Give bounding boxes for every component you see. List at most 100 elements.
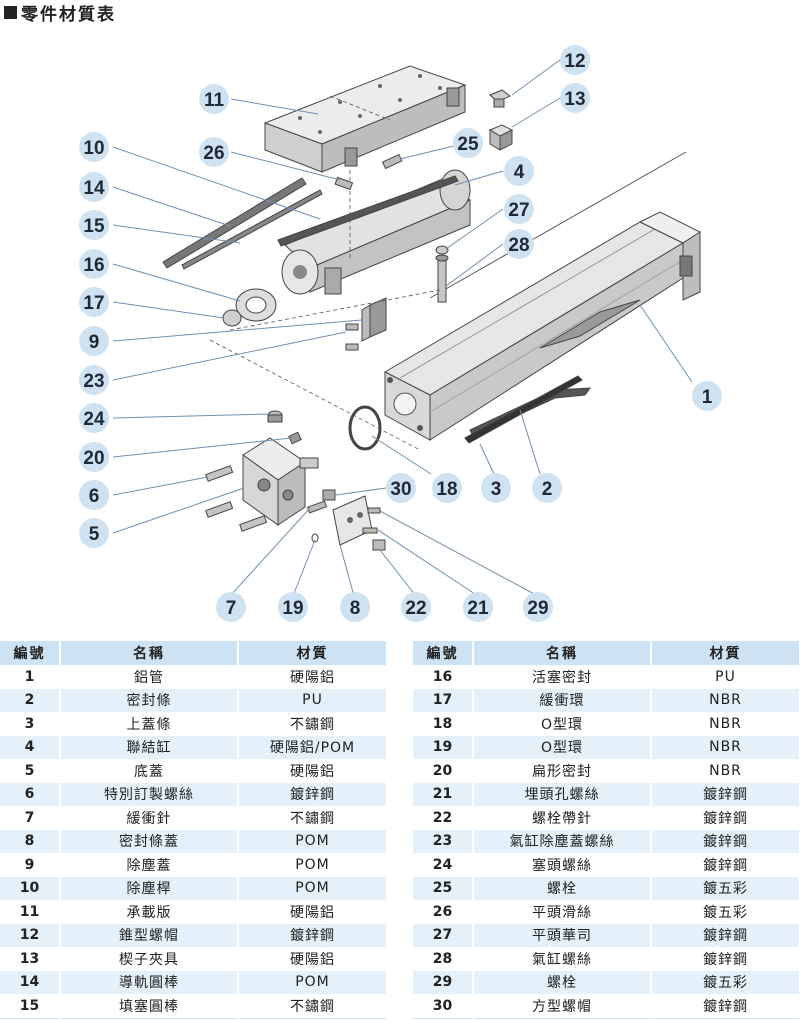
cell-number: 25 [413, 876, 474, 900]
guide-rod-part [162, 177, 307, 269]
cell-number: 17 [413, 688, 474, 712]
cell-material: 硬陽鋁 [238, 900, 386, 924]
cell-number: 6 [0, 782, 61, 806]
cell-number: 14 [0, 970, 61, 994]
svg-text:23: 23 [83, 371, 104, 392]
cell-material: 硬陽鋁/POM [238, 735, 386, 759]
cell-name: 螺栓帶針 [473, 806, 652, 830]
header-number: 編號 [413, 641, 474, 665]
leader-lines [112, 59, 693, 597]
svg-text:30: 30 [390, 479, 411, 500]
table-header-row: 編號 名稱 材質 [0, 641, 386, 665]
cell-material: NBR [651, 688, 799, 712]
svg-text:7: 7 [226, 598, 237, 619]
cell-name: 除塵桿 [60, 876, 239, 900]
callout-4: 4 [504, 156, 534, 186]
cell-number: 19 [413, 735, 474, 759]
cell-material: POM [238, 829, 386, 853]
cell-name: 密封條蓋 [60, 829, 239, 853]
callout-7: 7 [216, 592, 246, 622]
callout-18: 18 [432, 473, 462, 503]
cell-name: 錐型螺帽 [60, 923, 239, 947]
cell-material: NBR [651, 759, 799, 783]
svg-text:16: 16 [83, 255, 104, 276]
cell-name: 底蓋 [60, 759, 239, 783]
cell-material: PU [238, 688, 386, 712]
cell-name: 氣缸除塵蓋螺絲 [473, 829, 652, 853]
cell-name: 埋頭孔螺絲 [473, 782, 652, 806]
svg-text:22: 22 [405, 598, 426, 619]
cell-name: 平頭滑絲 [473, 900, 652, 924]
countersunk-screw-part [362, 527, 378, 534]
callout-5: 5 [79, 518, 109, 548]
cell-name: 導軌圓棒 [60, 970, 239, 994]
cell-material: 鍍鋅鋼 [651, 806, 799, 830]
svg-text:9: 9 [89, 332, 100, 353]
cell-material: NBR [651, 735, 799, 759]
callout-11: 11 [199, 84, 229, 114]
cell-material: 鍍鋅鋼 [651, 994, 799, 1019]
flat-washer-part [435, 245, 449, 255]
page-title-text: 零件材質表 [21, 4, 116, 25]
callout-30: 30 [386, 473, 416, 503]
cell-number: 3 [0, 712, 61, 736]
cell-name: 承載版 [60, 900, 239, 924]
needle-bolt-part [372, 539, 386, 551]
cell-number: 5 [0, 759, 61, 783]
svg-text:28: 28 [508, 235, 529, 256]
svg-text:29: 29 [527, 598, 548, 619]
filler-rod-part [181, 189, 323, 270]
callout-23: 23 [79, 365, 109, 395]
svg-text:21: 21 [467, 598, 489, 619]
cell-number: 27 [413, 923, 474, 947]
cell-material: 硬陽鋁 [238, 665, 386, 689]
cell-material: POM [238, 876, 386, 900]
cell-number: 16 [413, 665, 474, 689]
cell-name: O型環 [473, 735, 652, 759]
cell-number: 22 [413, 806, 474, 830]
svg-text:27: 27 [508, 200, 529, 221]
o-ring-part [348, 405, 382, 451]
header-name: 名稱 [473, 641, 652, 665]
cell-material: 鍍鋅鋼 [651, 923, 799, 947]
cell-name: 螺栓 [473, 876, 652, 900]
callout-2: 2 [532, 473, 562, 503]
callout-26: 26 [199, 137, 229, 167]
svg-text:14: 14 [83, 178, 105, 199]
page-title: 零件材質表 [4, 0, 116, 25]
cell-material: POM [238, 853, 386, 877]
callout-8: 8 [340, 592, 370, 622]
svg-text:3: 3 [491, 479, 502, 500]
callout-25: 25 [453, 128, 483, 158]
cell-number: 30 [413, 994, 474, 1019]
callout-20: 20 [79, 442, 109, 472]
wedge-clamp-part [488, 124, 514, 151]
svg-text:10: 10 [83, 138, 104, 159]
cell-number: 29 [413, 970, 474, 994]
cell-number: 15 [0, 994, 61, 1019]
svg-text:1: 1 [702, 387, 713, 408]
dust-cover-screw-part [345, 323, 359, 351]
cell-number: 18 [413, 712, 474, 736]
svg-text:8: 8 [350, 598, 361, 619]
header-material: 材質 [651, 641, 799, 665]
cell-number: 10 [0, 876, 61, 900]
cell-material: 鍍五彩 [651, 970, 799, 994]
svg-text:19: 19 [282, 598, 303, 619]
carrier-plate-part [263, 65, 467, 173]
callout-22: 22 [401, 592, 431, 622]
callout-10: 10 [79, 132, 109, 162]
cell-material: 鍍五彩 [651, 876, 799, 900]
cell-number: 23 [413, 829, 474, 853]
callout-28: 28 [504, 229, 534, 259]
